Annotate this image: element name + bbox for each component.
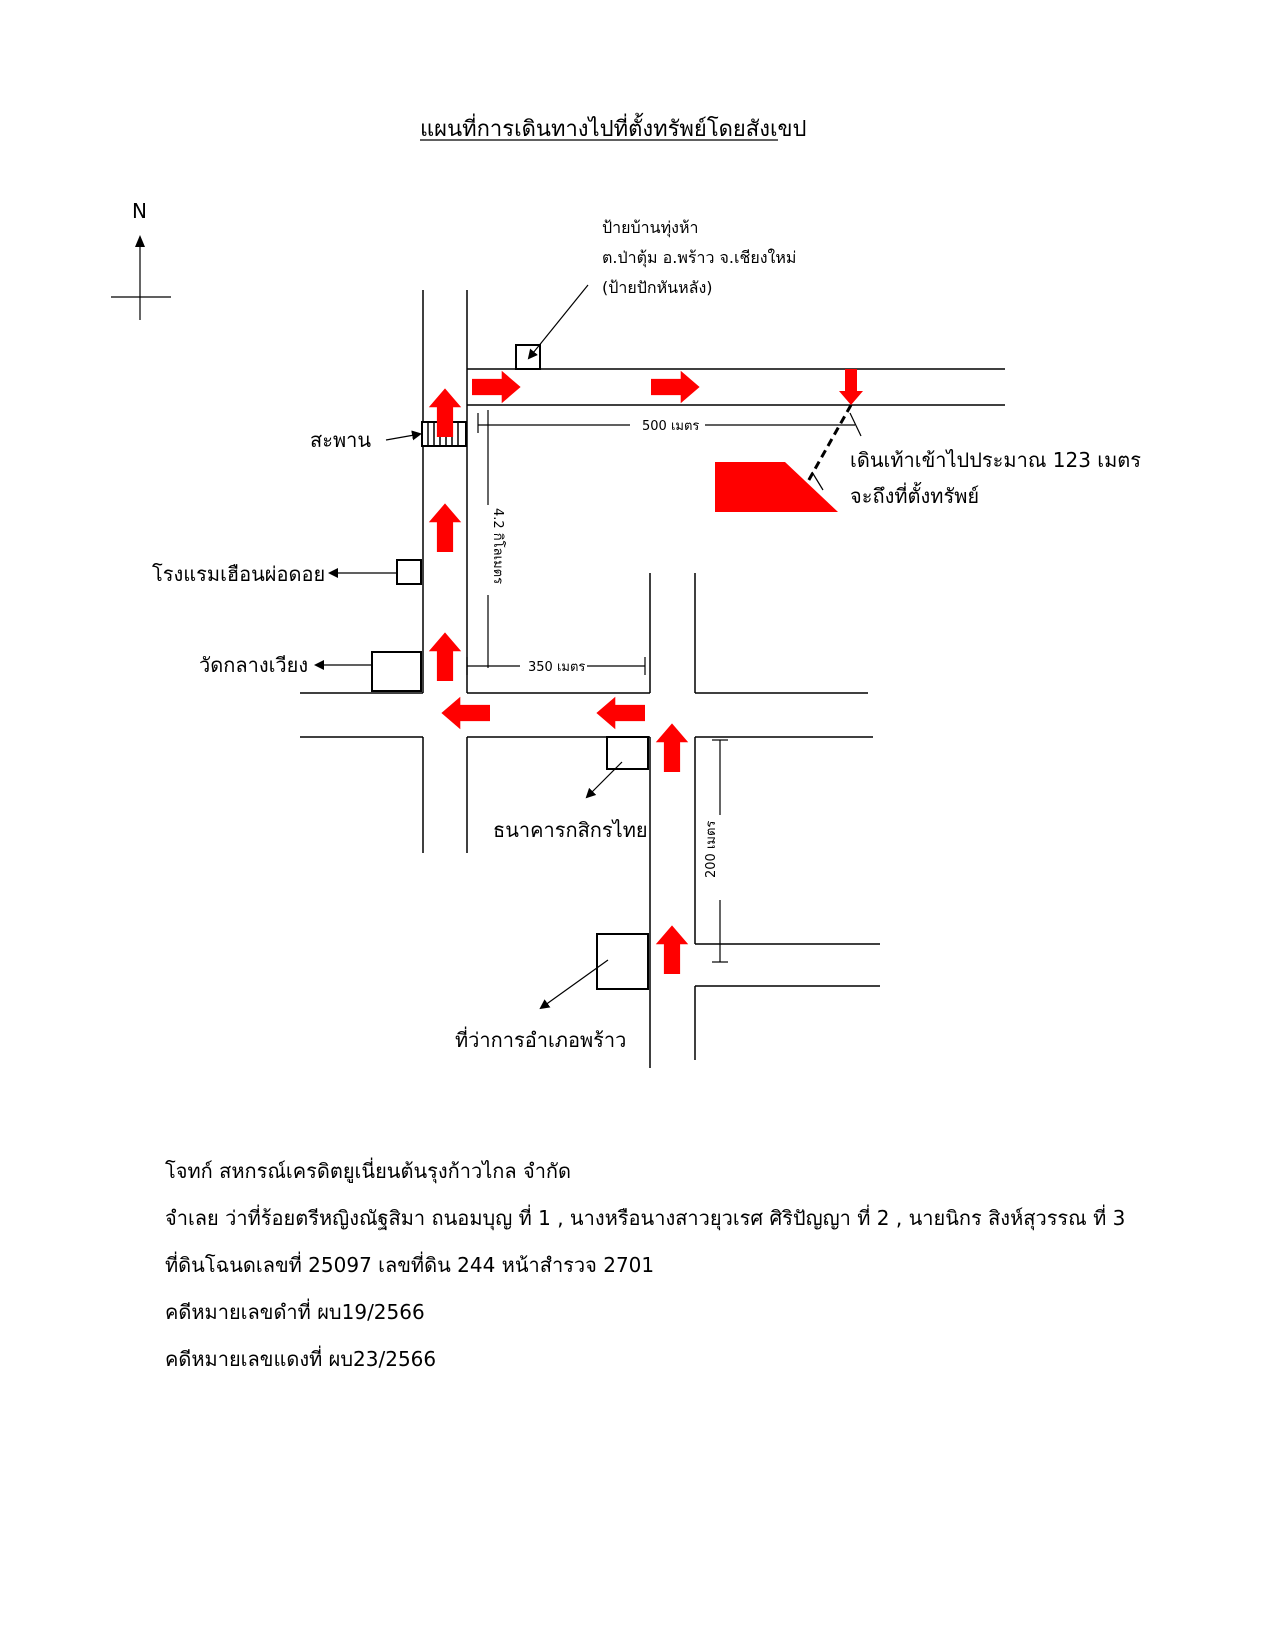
plaintiff-line: โจทก์ สหกรณ์เครดิตยูเนี่ยนต้นรุงก้าวไกล … bbox=[165, 1159, 572, 1183]
defendants-line: จำเลย ว่าที่ร้อยตรีหญิงณัฐสิมา ถนอมบุญ ท… bbox=[165, 1206, 1126, 1230]
sign-label-line-1: ป้ายบ้านทุ่งห้า bbox=[602, 218, 698, 238]
black-case-line: คดีหมายเลขดำที่ ผบ19/2566 bbox=[165, 1300, 425, 1324]
district-office-pointer bbox=[539, 959, 609, 1010]
route-arrow-up-icon bbox=[428, 503, 462, 552]
dimension-200m bbox=[712, 739, 728, 963]
route-arrow-left-icon bbox=[596, 696, 645, 730]
hotel-icon bbox=[396, 559, 422, 585]
land-deed-line: ที่ดินโฉนดเลขที่ 25097 เลขที่ดิน 244 หน้… bbox=[165, 1253, 655, 1277]
map-title: แผนที่การเดินทางไปที่ตั้งทรัพย์โดยสังเขป bbox=[420, 113, 807, 142]
dimension-500m-label: 500 เมตร bbox=[642, 419, 699, 434]
route-arrows bbox=[428, 369, 863, 974]
north-compass-icon bbox=[111, 235, 171, 320]
walking-path bbox=[804, 404, 853, 486]
property-note-line-2: จะถึงที่ตั้งทรัพย์ bbox=[850, 482, 979, 508]
dimension-350m bbox=[466, 657, 646, 675]
route-arrow-right-icon bbox=[472, 370, 521, 404]
sign-label-line-2: ต.ป่าตุ้ม อ.พร้าว จ.เชียงใหม่ bbox=[602, 248, 796, 268]
sign-pointer bbox=[527, 284, 589, 360]
red-case-line: คดีหมายเลขแดงที่ ผบ23/2566 bbox=[165, 1347, 437, 1371]
route-arrow-up-icon bbox=[655, 723, 689, 772]
bridge-label: สะพาน bbox=[310, 428, 371, 452]
bank-icon bbox=[606, 736, 649, 770]
property-note-line-1: เดินเท้าเข้าไปประมาณ 123 เมตร bbox=[850, 448, 1141, 472]
route-arrow-up-icon bbox=[428, 632, 462, 681]
sign-label-line-3: (ป้ายปักหันหลัง) bbox=[602, 278, 713, 297]
bank-label: ธนาคารกสิกรไทย bbox=[493, 818, 648, 842]
dimension-4-2km-label: 4.2 กิโลเมตร bbox=[490, 508, 506, 584]
bank-pointer bbox=[585, 761, 623, 799]
district-office-label: ที่ว่าการอำเภอพร้าว bbox=[455, 1026, 626, 1052]
case-info: โจทก์ สหกรณ์เครดิตยูเนี่ยนต้นรุงก้าวไกล … bbox=[165, 1148, 1245, 1383]
compass-north-label: N bbox=[132, 199, 147, 223]
property-plot bbox=[715, 462, 838, 512]
dimension-200m-label: 200 เมตร bbox=[704, 821, 719, 878]
hotel-label: โรงแรมเฮือนผ่อดอย bbox=[152, 562, 325, 586]
dimension-500m bbox=[477, 412, 862, 437]
temple-icon bbox=[371, 651, 422, 692]
route-arrow-up-icon bbox=[655, 925, 689, 974]
walking-path-tick bbox=[811, 471, 824, 491]
bridge-pointer bbox=[385, 430, 422, 441]
route-arrow-left-icon bbox=[441, 696, 490, 730]
route-arrow-right-icon bbox=[651, 370, 700, 404]
route-arrow-down-icon bbox=[839, 369, 863, 405]
district-office-icon bbox=[596, 933, 649, 990]
dimension-350m-label: 350 เมตร bbox=[528, 660, 585, 675]
temple-label: วัดกลางเวียง bbox=[199, 653, 308, 677]
